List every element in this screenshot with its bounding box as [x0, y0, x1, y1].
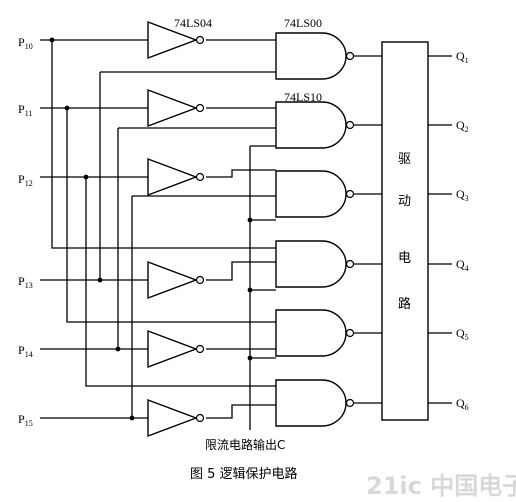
- output-label-q6: Q6: [456, 396, 469, 412]
- driver-char-4: 路: [398, 296, 411, 312]
- input-label-p10: P10: [18, 35, 33, 51]
- chip-label-74ls04: 74LS04: [174, 16, 212, 30]
- wire-inv4-out: [206, 261, 276, 281]
- output-labels: Q1 Q2 Q3 Q4 Q5 Q6: [456, 49, 469, 412]
- input-label-p14: P14: [18, 343, 33, 359]
- figure-caption: 图 5 逻辑保护电路: [190, 466, 298, 482]
- bus-p11: [66, 108, 276, 323]
- chip-label-74ls10: 74LS10: [284, 90, 322, 104]
- watermark-logo: 21ic 中国电子网: [366, 472, 516, 500]
- output-label-q4: Q4: [456, 257, 469, 273]
- input-label-p15: P15: [18, 412, 33, 428]
- inverter-3: [147, 157, 205, 197]
- output-label-q2: Q2: [456, 118, 469, 134]
- driver-char-1: 驱: [398, 152, 411, 167]
- nand-gate-3: [275, 170, 355, 218]
- output-label-q3: Q3: [456, 187, 469, 203]
- chip-label-74ls00: 74LS00: [284, 16, 322, 30]
- junction-dots: [49, 37, 253, 421]
- inverter-2: [147, 88, 205, 128]
- driver-box: [381, 41, 429, 421]
- inverter-5: [147, 329, 205, 369]
- wire-inv6-out: [206, 404, 276, 419]
- output-label-q1: Q1: [456, 49, 469, 65]
- wire-inv3-out: [206, 169, 276, 178]
- output-label-q5: Q5: [456, 326, 469, 342]
- inverters: [147, 20, 205, 438]
- current-limit-output-label: 限流电路输出C: [205, 437, 285, 452]
- driver-circuit: 驱 动 电 路: [381, 41, 429, 421]
- driver-char-2: 动: [398, 194, 411, 209]
- nand-gate-4: [275, 240, 355, 288]
- nand-gates: [275, 32, 355, 427]
- bus-p12: [85, 177, 276, 387]
- nand-gate-5: [275, 309, 355, 357]
- nand-gate-2: [275, 101, 355, 149]
- inverter-1: [147, 20, 205, 60]
- bus-p10: [51, 40, 276, 249]
- inverter-6: [147, 398, 205, 438]
- input-label-p13: P13: [18, 274, 33, 290]
- inverter-4: [147, 260, 205, 300]
- input-labels: P10 P11 P12 P13 P14 P15: [18, 35, 33, 428]
- input-label-p12: P12: [18, 172, 33, 188]
- driver-char-3: 电: [398, 251, 411, 266]
- wires: [40, 39, 452, 430]
- nand-gate-6: [275, 379, 355, 427]
- nand-gate-1: [275, 32, 355, 80]
- input-label-p11: P11: [18, 102, 32, 118]
